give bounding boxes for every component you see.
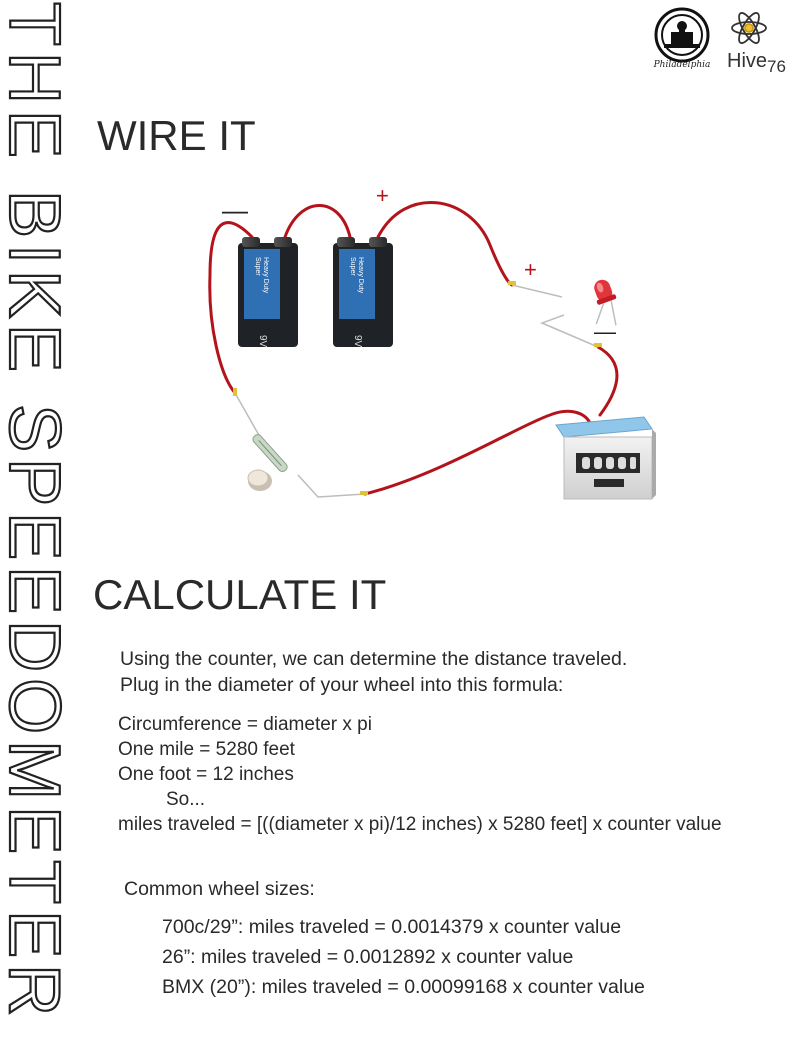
formula-line-1: Circumference = diameter x pi (118, 714, 372, 735)
intro-line-2: Plug in the diameter of your wheel into … (120, 674, 564, 696)
bare-leads (234, 284, 599, 498)
vertical-title-container: THE BIKE SPEEDOMETER (0, 0, 75, 1042)
atom-icon (731, 12, 767, 44)
hive-word: Hive (727, 50, 768, 72)
reed-switch (252, 434, 288, 473)
wheel-size-700c: 700c/29”: miles traveled = 0.0014379 x c… (162, 916, 622, 938)
battery-left-voltage: 9V (257, 335, 268, 348)
formula-line-2: One mile = 5280 feet (118, 739, 295, 760)
calculate-it-heading: CALCULATE IT (93, 571, 387, 618)
wire-between-batteries (283, 204, 352, 239)
vertical-title: THE BIKE SPEEDOMETER (0, 1, 75, 1023)
wheel-size-bmx: BMX (20”): miles traveled = 0.00099168 x… (162, 976, 645, 998)
hive-logo-text: Hive76 (727, 50, 786, 76)
magnet (247, 469, 272, 491)
counter-device (555, 416, 656, 500)
battery-left: Super Heavy Duty 9V (238, 237, 298, 348)
circuit-diagram: Super Heavy Duty 9V Super Heavy Duty 9V … (208, 183, 656, 500)
philadelphia-seal-logo (654, 7, 710, 63)
common-wheel-sizes-heading: Common wheel sizes: (124, 878, 315, 900)
wires (208, 201, 619, 496)
wire-it-heading: WIRE IT (97, 112, 256, 159)
battery-left-brand2: Heavy Duty (262, 257, 269, 294)
wheel-size-26: 26”: miles traveled = 0.0012892 x counte… (162, 946, 574, 968)
intro-line-1: Using the counter, we can determine the … (120, 648, 628, 670)
wire-bottom (363, 409, 592, 496)
wire-ends (233, 281, 602, 495)
battery-right-brand1: Super (349, 257, 356, 276)
battery-right-brand2: Heavy Duty (357, 257, 364, 294)
formula-line-3: One foot = 12 inches (118, 764, 294, 785)
led-minus-label: — (594, 319, 616, 344)
formula-block: Circumference = diameter x pi One mile =… (118, 712, 722, 837)
formula-line-4: So... (166, 789, 206, 810)
minus-label: — (222, 195, 248, 225)
plus-label: + (376, 183, 389, 208)
wire-led-to-counter (596, 345, 619, 417)
wire-left-loop (208, 221, 254, 395)
battery-left-brand1: Super (254, 257, 261, 276)
led-plus-label: + (524, 257, 537, 282)
led-icon (594, 279, 617, 326)
wire-top-right (376, 201, 514, 287)
battery-right: Super Heavy Duty 9V (333, 237, 393, 348)
formula-line-5: miles traveled = [((diameter x pi)/12 in… (118, 814, 722, 835)
seal-caption: Philadelphia (653, 60, 711, 70)
logos: Philadelphia Hive76 (649, 6, 799, 76)
battery-right-voltage: 9V (352, 335, 363, 348)
hive-number: 76 (767, 57, 786, 76)
wheel-sizes-list: 700c/29”: miles traveled = 0.0014379 x c… (162, 912, 645, 1002)
intro-text: Using the counter, we can determine the … (120, 646, 627, 698)
